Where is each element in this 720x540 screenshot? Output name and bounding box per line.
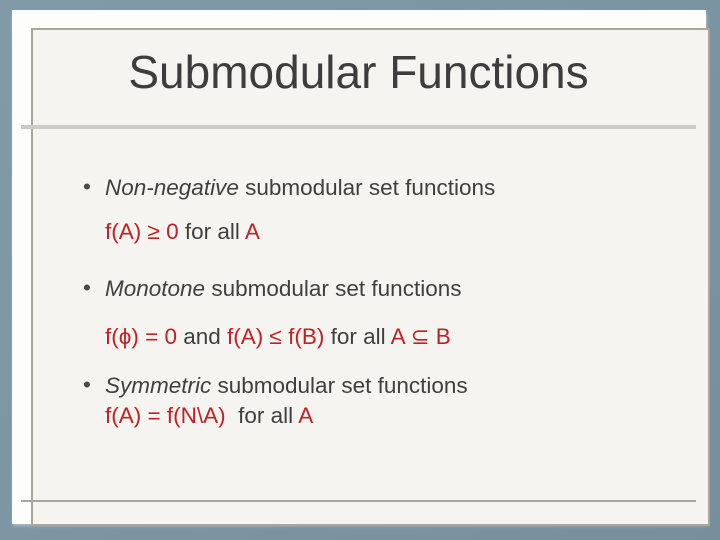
bullet-formula: f(A) = f(N\A) for all A <box>105 402 313 430</box>
bullet-heading: • Non-negative submodular set functions <box>83 174 496 202</box>
body-text: submodular set functions <box>205 276 462 301</box>
footer-divider <box>21 500 696 502</box>
formula-text: A <box>244 219 260 244</box>
formula-text: f(A) = f(N\A) <box>105 403 226 428</box>
body-text: Symmetric <box>105 373 212 398</box>
slide-paper <box>12 10 710 526</box>
formula-text: A ⊆ B <box>390 324 451 349</box>
bullet-heading: • Symmetric submodular set functions <box>83 372 468 400</box>
bullet-heading: • Monotone submodular set functions <box>83 275 462 303</box>
formula-text: f(A) ≤ f(B) <box>227 324 325 349</box>
formula-text: f(ϕ) = 0 <box>105 324 177 349</box>
bullet-formula: f(A) ≥ 0 for all A <box>105 218 260 246</box>
body-text: and <box>177 324 228 349</box>
title-divider <box>21 125 696 129</box>
body-text: for all <box>225 403 299 428</box>
body-text: for all <box>324 324 391 349</box>
bullet-marker: • <box>83 174 91 199</box>
slide-frame <box>31 28 710 526</box>
body-text: submodular set functions <box>211 373 468 398</box>
bullet-marker: • <box>83 275 91 300</box>
bullet-marker: • <box>83 372 91 397</box>
slide-title: Submodular Functions <box>128 46 589 98</box>
body-text: for all <box>178 219 245 244</box>
body-text: submodular set functions <box>238 175 496 200</box>
body-text: Monotone <box>105 276 206 301</box>
formula-text: A <box>298 403 314 428</box>
formula-text: f(A) ≥ 0 <box>105 219 179 244</box>
body-text: Non-negative <box>105 175 239 200</box>
bullet-formula: f(ϕ) = 0 and f(A) ≤ f(B) for all A ⊆ B <box>105 323 451 351</box>
